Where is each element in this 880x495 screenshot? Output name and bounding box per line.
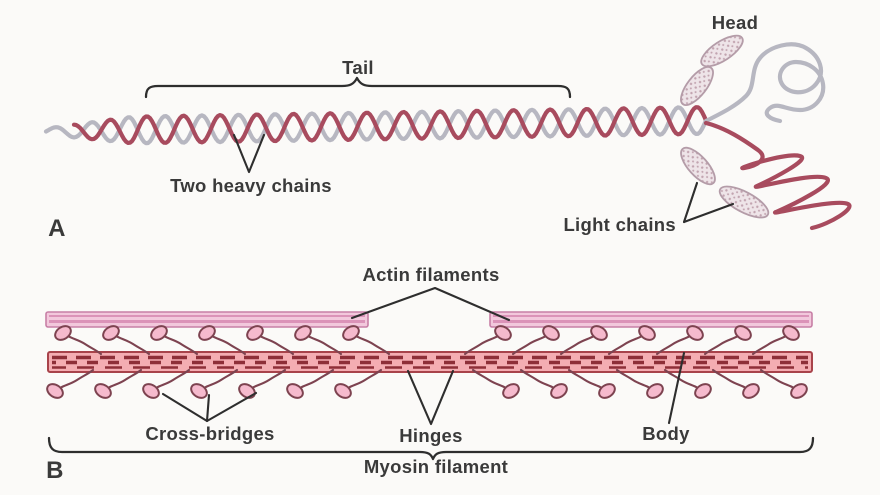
cross-bridge: [615, 368, 667, 402]
cross-bridge: [751, 322, 803, 356]
label-light-chains: Light chains: [563, 214, 676, 235]
myosin-tail-coiled-coil: [43, 105, 709, 146]
cross-bridge: [511, 322, 563, 356]
cross-bridge: [607, 322, 659, 356]
cross-bridge: [99, 322, 151, 356]
myosin-head-gray-squiggle: [703, 42, 826, 124]
cross-bridge: [235, 368, 287, 402]
cross-bridges-pointer: [161, 391, 258, 423]
label-two-heavy-chains: Two heavy chains: [170, 175, 332, 196]
cross-bridge: [519, 368, 571, 402]
light-chain-1: [700, 34, 744, 68]
cross-bridges-upper-left: [51, 322, 391, 356]
actin-filament-left: [45, 311, 369, 328]
panel-a-myosin-molecule: Tail Head Two heavy chains Light chains …: [43, 12, 852, 242]
cross-bridge: [187, 368, 239, 402]
panel-b-letter: B: [46, 457, 64, 484]
cross-bridge: [51, 322, 103, 356]
light-chains-group: [680, 34, 770, 219]
cross-bridge: [567, 368, 619, 402]
heavy-chain-red-strand: [71, 105, 709, 145]
cross-bridge: [243, 322, 295, 356]
cross-bridge: [331, 368, 383, 402]
cross-bridge: [339, 322, 391, 356]
panel-b-myosin-filament: Actin filaments Cross-bridges Hinges Bod…: [43, 264, 815, 484]
cross-bridge: [43, 368, 95, 402]
panel-a-letter: A: [48, 215, 66, 242]
label-actin-filaments: Actin filaments: [362, 264, 499, 285]
body-pointer: [667, 351, 686, 425]
light-chains-pointer: [682, 181, 735, 224]
cross-bridge: [471, 368, 523, 402]
cross-bridge: [703, 322, 755, 356]
label-hinges: Hinges: [399, 425, 462, 446]
label-cross-bridges: Cross-bridges: [145, 423, 274, 444]
cross-bridges-lower-right: [471, 368, 811, 402]
myosin-head-red-squiggle: [703, 120, 852, 231]
cross-bridge: [663, 368, 715, 402]
cross-bridge: [711, 368, 763, 402]
actin-filaments-pointer: [350, 286, 511, 322]
cross-bridge: [655, 322, 707, 356]
light-chain-2: [680, 66, 714, 106]
cross-bridges-lower-left: [43, 368, 383, 402]
cross-bridge: [283, 368, 335, 402]
label-body: Body: [642, 423, 690, 444]
cross-bridge: [147, 322, 199, 356]
label-tail: Tail: [342, 57, 374, 78]
actin-filament-right: [489, 311, 813, 328]
tail-brace: [144, 76, 572, 99]
two-heavy-chains-pointer: [232, 133, 266, 174]
cross-bridge: [759, 368, 811, 402]
hinges-pointer: [406, 369, 455, 426]
cross-bridges-upper-right: [463, 322, 803, 356]
cross-bridge: [463, 322, 515, 356]
light-chain-4: [718, 185, 770, 219]
cross-bridge: [559, 322, 611, 356]
label-head: Head: [712, 12, 758, 33]
cross-bridge: [195, 322, 247, 356]
cross-bridge: [291, 322, 343, 356]
myosin-filament-brace: [47, 436, 815, 461]
myosin-filament-body: [47, 351, 813, 373]
light-chain-3: [680, 146, 716, 186]
cross-bridge: [91, 368, 143, 402]
label-myosin-filament: Myosin filament: [364, 456, 508, 477]
